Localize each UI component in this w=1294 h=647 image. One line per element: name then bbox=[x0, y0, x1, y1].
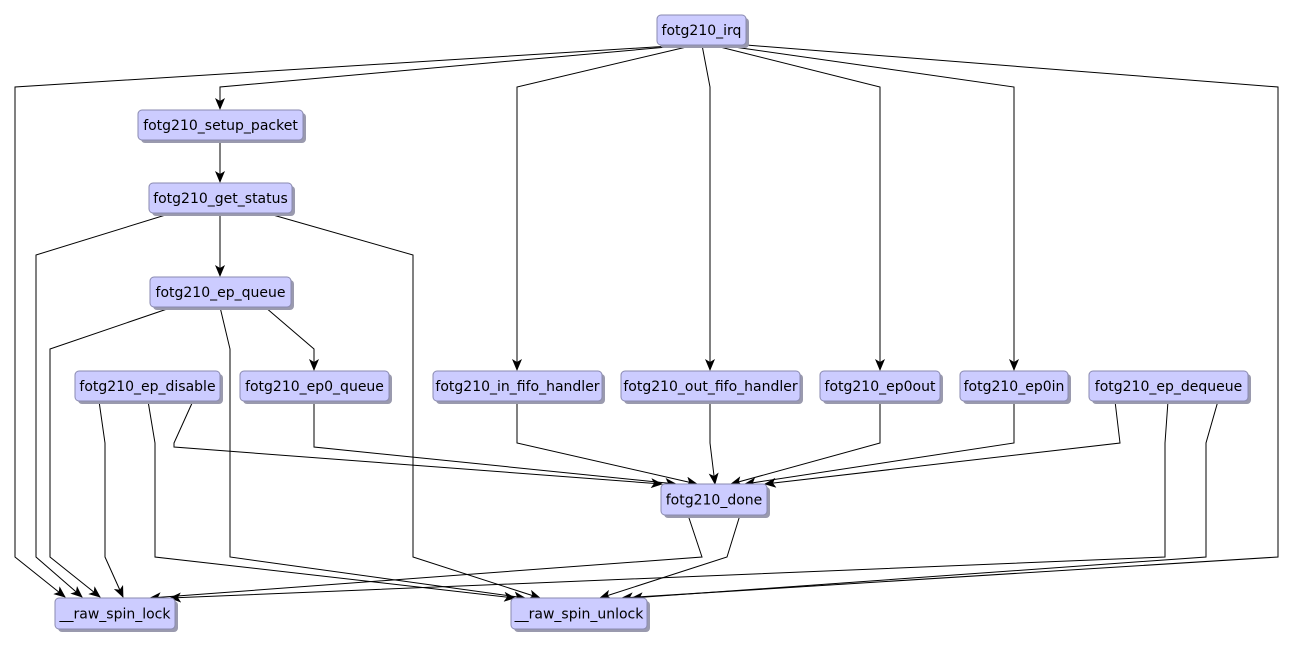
edge-ep_queue-to-spin_unlock bbox=[219, 306, 526, 602]
edge-irq-to-ep0out bbox=[711, 44, 885, 371]
edge-irq-to-setup_packet bbox=[215, 44, 691, 110]
node-box bbox=[620, 370, 801, 402]
edge-irq-to-spin_lock bbox=[14, 44, 687, 598]
edge-ep_disable-to-spin_lock bbox=[98, 400, 124, 598]
node-done[interactable]: fotg210_done bbox=[660, 483, 770, 518]
node-spin-unlock[interactable]: __raw_spin_unlock bbox=[510, 597, 650, 632]
edge-ep0_queue-to-done bbox=[313, 401, 677, 488]
node-label: fotg210_ep0in bbox=[964, 379, 1065, 395]
edge-ep_queue-to-ep0_queue bbox=[264, 306, 319, 371]
edge-in_fifo-to-done bbox=[516, 401, 698, 487]
node-label: fotg210_done bbox=[666, 493, 763, 509]
node-label: __raw_spin_lock bbox=[59, 607, 172, 623]
edge-ep_dequeue-to-spin_unlock bbox=[631, 400, 1219, 603]
node-in-fifo[interactable]: fotg210_in_fifo_handler bbox=[432, 370, 605, 404]
node-label: fotg210_ep0out bbox=[825, 379, 936, 395]
edge-irq-to-spin_unlock bbox=[621, 44, 1279, 603]
node-box bbox=[432, 370, 603, 402]
node-box bbox=[1088, 370, 1249, 402]
node-label: fotg210_ep_queue bbox=[156, 285, 286, 301]
node-label: fotg210_in_fifo_handler bbox=[435, 379, 599, 395]
edge-done-to-spin_unlock bbox=[599, 514, 741, 600]
node-box bbox=[148, 182, 293, 214]
node-ep0in[interactable]: fotg210_ep0in bbox=[959, 370, 1071, 404]
edge-ep_queue-to-spin_lock bbox=[49, 306, 174, 598]
node-spin-lock[interactable]: __raw_spin_lock bbox=[54, 597, 178, 632]
node-box bbox=[959, 370, 1069, 402]
node-box bbox=[819, 370, 941, 402]
node-box bbox=[149, 276, 292, 308]
node-box bbox=[656, 14, 747, 46]
node-box bbox=[510, 597, 648, 630]
edge-ep_dequeue-to-spin_lock bbox=[169, 400, 1169, 603]
node-label: fotg210_setup_packet bbox=[143, 118, 298, 134]
edge-irq-to-ep0in bbox=[719, 44, 1019, 371]
node-ep0-queue[interactable]: fotg210_ep0_queue bbox=[239, 370, 392, 404]
edge-done-to-spin_lock bbox=[149, 514, 703, 603]
node-box bbox=[74, 370, 221, 402]
edge-ep_disable-to-spin_unlock bbox=[147, 400, 516, 602]
node-ep0out[interactable]: fotg210_ep0out bbox=[819, 370, 943, 404]
node-ep-disable[interactable]: fotg210_ep_disable bbox=[74, 370, 223, 404]
edge-ep_disable-to-done bbox=[173, 400, 663, 489]
edge-get_status-to-spin_unlock bbox=[265, 212, 541, 600]
node-box bbox=[239, 370, 390, 402]
edge-out_fifo-to-done bbox=[708, 401, 719, 485]
node-box bbox=[54, 597, 176, 630]
edge-irq-to-out_fifo bbox=[701, 44, 715, 371]
node-get-status[interactable]: fotg210_get_status bbox=[148, 182, 295, 216]
node-out-fifo[interactable]: fotg210_out_fifo_handler bbox=[620, 370, 803, 404]
node-ep-queue[interactable]: fotg210_ep_queue bbox=[149, 276, 294, 310]
edge-ep0in-to-done bbox=[744, 401, 1015, 488]
node-box bbox=[137, 109, 304, 141]
node-label: fotg210_get_status bbox=[153, 191, 288, 207]
node-irq[interactable]: fotg210_irq bbox=[656, 14, 749, 48]
node-label: fotg210_ep_disable bbox=[79, 379, 215, 395]
node-label: fotg210_irq bbox=[662, 23, 742, 39]
node-label: __raw_spin_unlock bbox=[514, 607, 645, 623]
edge-ep_dequeue-to-done bbox=[764, 400, 1121, 488]
node-ep-dequeue[interactable]: fotg210_ep_dequeue bbox=[1088, 370, 1251, 404]
node-setup-packet[interactable]: fotg210_setup_packet bbox=[137, 109, 306, 143]
edge-irq-to-in_fifo bbox=[512, 44, 696, 371]
edge-ep0out-to-done bbox=[730, 401, 881, 486]
edge-get_status-to-spin_lock bbox=[35, 212, 173, 598]
node-label: fotg210_out_fifo_handler bbox=[623, 379, 798, 395]
node-box bbox=[660, 483, 768, 516]
node-label: fotg210_ep_dequeue bbox=[1095, 379, 1242, 395]
node-label: fotg210_ep0_queue bbox=[245, 379, 384, 395]
